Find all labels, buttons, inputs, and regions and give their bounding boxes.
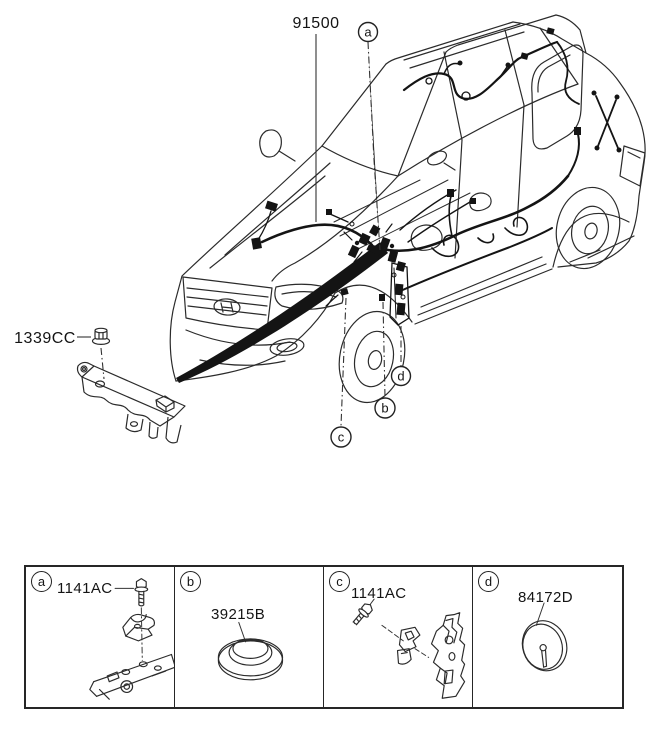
far-side-mirror	[426, 150, 456, 171]
car-roofline	[385, 21, 514, 65]
legend-badge-b: b	[180, 571, 201, 592]
callout-a-letter: a	[364, 25, 372, 40]
legend-cell-a[interactable]: a 1141AC	[26, 567, 175, 707]
part-number-1141AC-a[interactable]: 1141AC	[57, 580, 113, 597]
cowl-connector-cluster	[347, 224, 406, 272]
bolt-clip-rail-icon	[89, 578, 174, 700]
hyundai-logo	[213, 298, 241, 316]
liftgate	[531, 44, 584, 150]
part-number-84172D[interactable]: 84172D	[518, 589, 573, 606]
part-number-91500[interactable]: 91500	[293, 15, 340, 32]
car-front-outline	[169, 145, 323, 382]
wiring-harness	[176, 27, 622, 383]
part-number-39215B[interactable]: 39215B	[211, 606, 266, 623]
mounting-bracket-illustration	[76, 361, 186, 444]
callouts: 91500 a c b d 1339CC	[14, 15, 412, 448]
leader-line-nut	[100, 347, 105, 380]
callout-d-letter: d	[397, 369, 404, 384]
part-number-1339CC[interactable]: 1339CC	[14, 330, 76, 347]
seat-outline	[410, 224, 443, 251]
grommet-icon	[217, 621, 284, 681]
car-rocker-line	[414, 268, 553, 325]
car-a-pillar	[321, 63, 387, 147]
callout-c-badge[interactable]	[330, 426, 352, 448]
leader-line-b	[382, 301, 386, 398]
legend-badge-d: d	[478, 571, 499, 592]
rear-wheel	[552, 186, 630, 270]
legend-cell-d[interactable]: d 84172D	[473, 567, 622, 707]
harness-main-swoosh	[176, 242, 388, 383]
bolt-icon	[352, 603, 373, 626]
callout-b-letter: b	[381, 401, 388, 416]
leader-line-c	[340, 297, 347, 427]
legend-table: a 1141AC	[24, 565, 624, 709]
callout-a-badge[interactable]	[357, 21, 379, 43]
legend-cell-c[interactable]: c 1141AC	[324, 567, 473, 707]
bolt-clip-panel-icon	[352, 598, 466, 699]
callout-b-badge[interactable]	[374, 397, 396, 419]
side-mirror	[259, 129, 296, 162]
flange-nut-icon	[91, 327, 111, 346]
b-pillar-bracket	[389, 262, 410, 326]
floor-harness	[370, 174, 570, 253]
part-number-1141AC-c[interactable]: 1141AC	[351, 585, 407, 602]
leader-line-a	[367, 41, 381, 251]
fog-lamp	[269, 338, 305, 356]
clip-bracket-icon	[396, 626, 421, 665]
callout-d-badge[interactable]	[390, 365, 412, 387]
car-fascia-outline	[175, 292, 336, 382]
grille	[182, 276, 273, 331]
legend-badge-a: a	[31, 571, 52, 592]
car-rear-outline	[512, 21, 646, 268]
pillar-panel-icon	[430, 612, 466, 699]
harness-clip-icon	[122, 613, 156, 642]
bolt-icon	[134, 578, 149, 607]
rear-lamp	[619, 145, 646, 187]
legend-cell-b[interactable]: b 39215B	[175, 567, 324, 707]
sealing-pad-icon	[521, 602, 568, 672]
car-beltline	[397, 83, 579, 177]
callout-c-letter: c	[338, 430, 345, 445]
legend-badge-c: c	[329, 571, 350, 592]
rail-bracket-icon	[89, 653, 174, 700]
roof-harness	[402, 40, 559, 100]
